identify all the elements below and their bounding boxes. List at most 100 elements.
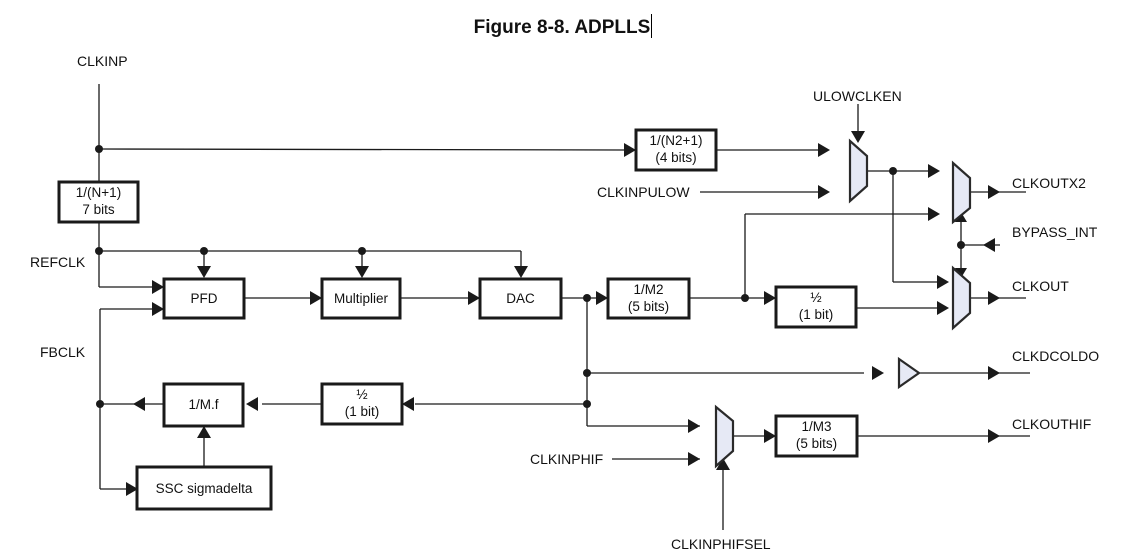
block-dac: DAC — [478, 277, 563, 320]
junction-dot — [957, 241, 965, 249]
block-rect — [774, 285, 858, 329]
arrow-up-icon — [716, 458, 730, 470]
arrow-right-icon — [688, 419, 700, 433]
block-sublabel: (1 bit) — [345, 404, 380, 419]
arrow-left-icon — [983, 238, 995, 252]
block-m2-div: 1/M2 (5 bits) — [606, 277, 691, 320]
label-clkouthif: CLKOUTHIF — [1012, 416, 1091, 432]
block-rect — [162, 277, 246, 320]
block-label: PFD — [191, 291, 218, 306]
block-half-fb: ½ (1 bit) — [320, 382, 404, 426]
block-label: 1/M.f — [188, 397, 218, 412]
label-bypass-int: BYPASS_INT — [1012, 224, 1098, 240]
block-sublabel: (5 bits) — [628, 299, 669, 314]
arrow-up-icon — [955, 212, 967, 222]
arrow-right-icon — [937, 301, 949, 315]
block-rect — [57, 180, 140, 224]
arrow-right-icon — [988, 366, 1000, 380]
multiplexers — [714, 138, 972, 469]
label-refclk: REFCLK — [30, 254, 86, 270]
block-multiplier: Multiplier — [320, 277, 402, 320]
mux-clkoutx2 — [951, 160, 972, 225]
arrowheads — [126, 131, 1000, 496]
arrow-right-icon — [468, 291, 480, 305]
arrow-right-icon — [988, 185, 1000, 199]
arrow-left-icon — [133, 397, 145, 411]
block-rect — [606, 277, 691, 320]
junction-dot — [358, 247, 366, 255]
label-clkinphifsel: CLKINPHIFSEL — [671, 536, 771, 552]
arrow-right-icon — [988, 429, 1000, 443]
block-rect — [135, 465, 273, 511]
arrow-right-icon — [818, 185, 830, 199]
junction-dot — [583, 369, 591, 377]
junction-dot — [95, 247, 103, 255]
arrow-right-icon — [688, 452, 700, 466]
arrow-right-icon — [872, 366, 884, 380]
junction-dot — [583, 400, 591, 408]
junctions — [95, 145, 965, 408]
junction-dot — [96, 400, 104, 408]
block-label: SSC sigmadelta — [156, 481, 253, 496]
block-sublabel: (1 bit) — [799, 307, 834, 322]
arrow-right-icon — [624, 143, 636, 157]
block-label: ½ — [810, 290, 821, 305]
arrow-right-icon — [818, 143, 830, 157]
label-clkinphif: CLKINPHIF — [530, 451, 603, 467]
arrow-up-icon — [197, 426, 211, 438]
block-half-out: ½ (1 bit) — [774, 285, 858, 329]
label-clkinpulow: CLKINPULOW — [597, 184, 690, 200]
arrow-right-icon — [596, 291, 608, 305]
label-fbclk: FBCLK — [40, 344, 86, 360]
block-sublabel: (5 bits) — [796, 436, 837, 451]
block-sublabel: (4 bits) — [655, 150, 696, 165]
block-rect — [478, 277, 563, 320]
block-n-div: 1/(N+1) 7 bits — [57, 180, 140, 224]
arrow-right-icon — [988, 291, 1000, 305]
arrow-right-icon — [928, 207, 940, 221]
arrow-right-icon — [152, 280, 164, 294]
junction-dot — [889, 167, 897, 175]
arrow-right-icon — [764, 291, 776, 305]
block-label: Multiplier — [334, 291, 389, 306]
block-rect — [634, 128, 718, 172]
signal-labels: CLKINP REFCLK FBCLK ULOWCLKEN CLKINPULOW… — [30, 53, 1099, 552]
arrow-right-icon — [310, 291, 322, 305]
block-mf-div: 1/M.f — [162, 382, 245, 428]
label-clkout: CLKOUT — [1012, 278, 1069, 294]
block-rect — [320, 382, 404, 426]
block-label: DAC — [506, 291, 535, 306]
arrow-right-icon — [928, 164, 940, 178]
figure-title: Figure 8-8. ADPLLS — [0, 14, 1126, 39]
figure-title-text: Figure 8-8. ADPLLS — [473, 17, 651, 38]
mux-clkout — [951, 265, 972, 331]
text-cursor — [651, 14, 653, 38]
junction-dot — [200, 247, 208, 255]
block-rect — [162, 382, 245, 428]
arrow-right-icon — [764, 429, 776, 443]
arrow-down-icon — [355, 266, 369, 278]
block-label: ½ — [356, 387, 367, 402]
arrow-down-icon — [514, 266, 528, 278]
arrow-down-icon — [197, 266, 211, 278]
block-rect — [774, 414, 859, 458]
block-label: 1/(N+1) — [76, 185, 121, 200]
arrow-right-icon — [152, 302, 164, 316]
arrow-left-icon — [246, 397, 258, 411]
label-clkinp: CLKINP — [77, 53, 128, 69]
block-sublabel: 7 bits — [82, 202, 115, 217]
arrow-right-icon — [126, 482, 138, 496]
block-label: 1/M3 — [801, 419, 831, 434]
junction-dot — [95, 145, 103, 153]
junction-dot — [583, 294, 591, 302]
arrow-down-icon — [955, 268, 967, 278]
junction-dot — [741, 294, 749, 302]
label-clkoutx2: CLKOUTX2 — [1012, 175, 1086, 191]
block-n2-div: 1/(N2+1) (4 bits) — [634, 128, 718, 172]
wire-clkinp-to-n2 — [98, 148, 625, 151]
block-rect — [320, 277, 402, 320]
block-m3-div: 1/M3 (5 bits) — [774, 414, 859, 458]
label-clkdcoldo: CLKDCOLDO — [1012, 348, 1099, 364]
block-ssc-sigmadelta: SSC sigmadelta — [135, 465, 273, 511]
